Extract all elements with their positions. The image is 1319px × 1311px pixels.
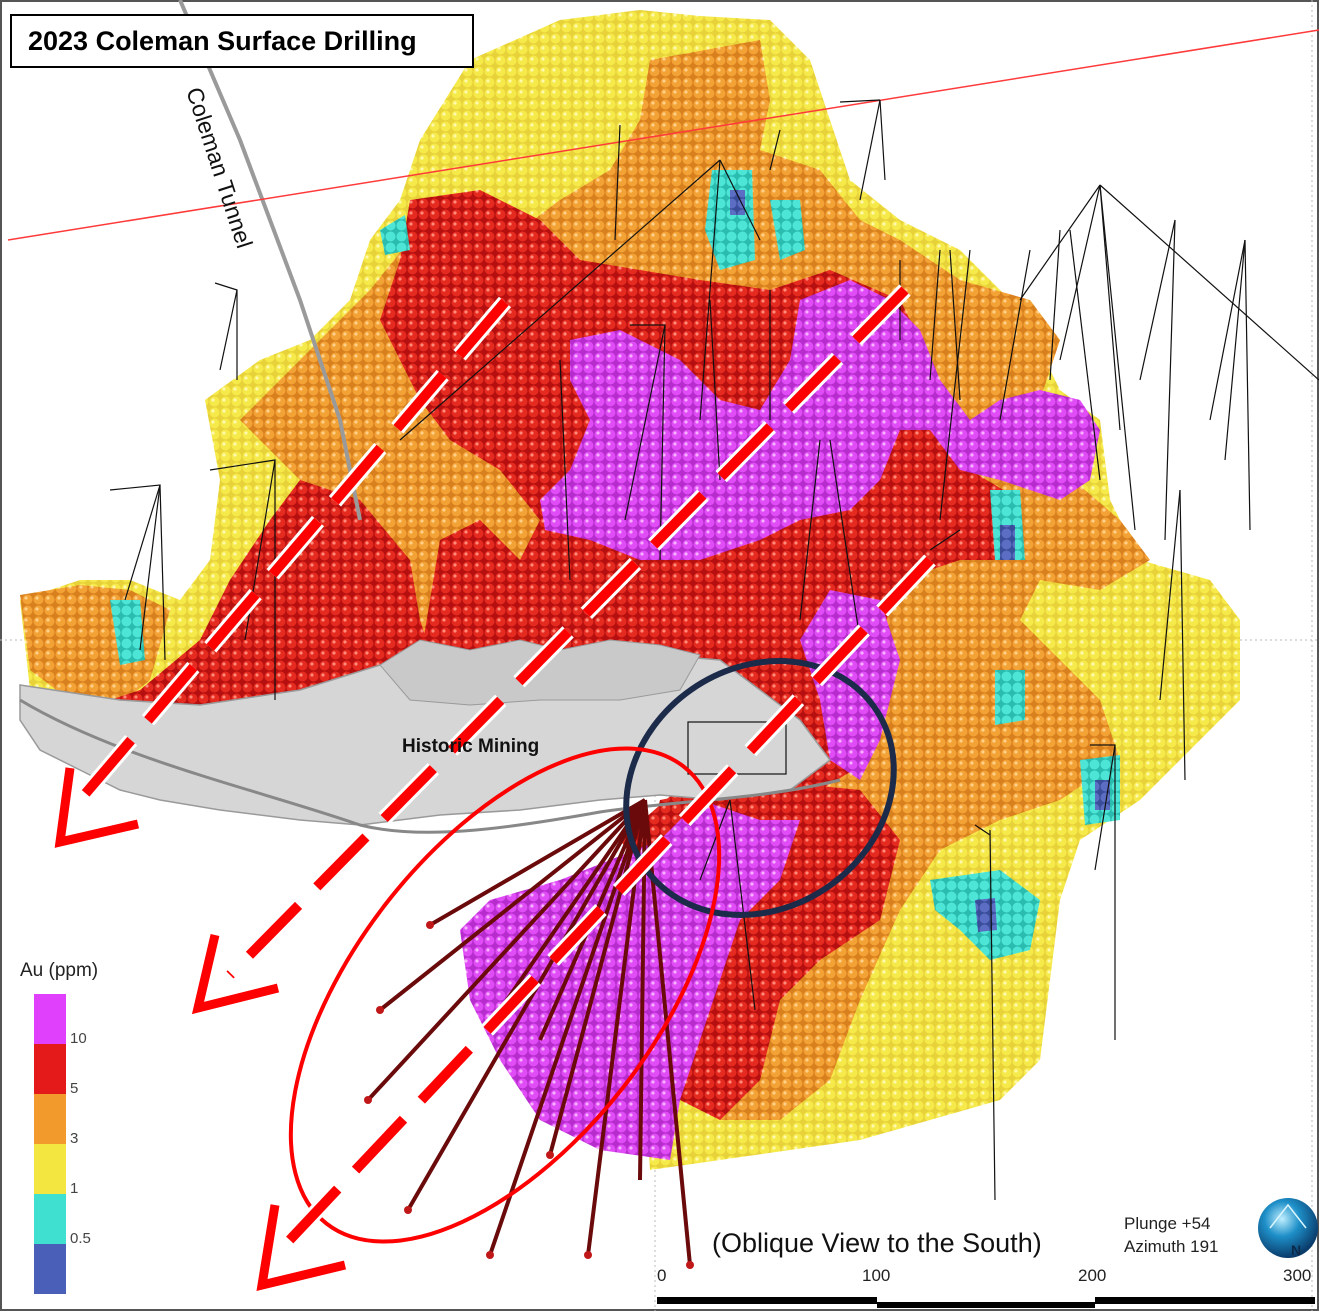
arrowhead-east: [256, 1204, 347, 1291]
drill-hole-end: [376, 1006, 384, 1014]
legend-swatch: [34, 1194, 66, 1244]
scale-tick-label: 100: [862, 1266, 891, 1285]
legend-label: 3: [70, 1130, 79, 1147]
scale-tick-label: 0: [657, 1266, 667, 1285]
legend-label: 1: [70, 1180, 79, 1197]
grade-shell-blue-a: [730, 190, 745, 215]
drill-hole-end: [426, 921, 434, 929]
arrowhead-central: [191, 933, 280, 1015]
drill-hole-end: [584, 1251, 592, 1259]
drill-hole-end: [364, 1096, 372, 1104]
legend-swatch: [34, 1044, 66, 1094]
section-line: [7, 29, 1319, 241]
legend-label: 5: [70, 1080, 79, 1097]
drill-hole-trace: [488, 799, 647, 1256]
legend-swatch: [34, 1144, 66, 1194]
grade-shell-cyan-c: [110, 600, 145, 665]
plunge-arrows: [54, 284, 936, 1291]
drill-hole-trace: [406, 798, 647, 1212]
plunge-arrow-east: [281, 556, 934, 1249]
legacy-drill-holes: [109, 99, 1319, 1201]
legend-label: 0.5: [70, 1230, 91, 1247]
drill-hole-end: [404, 1206, 412, 1214]
legend-swatch: [34, 1244, 66, 1294]
scale-bar: [657, 1297, 1315, 1308]
plunge-arrow-west: [76, 298, 509, 804]
legend-swatch: [34, 1094, 66, 1144]
plunge-arrow-central: [226, 286, 909, 979]
drill-hole-trace: [366, 798, 647, 1102]
drill-hole-end: [486, 1251, 494, 1259]
map-title: 2023 Coleman Surface Drilling: [10, 14, 474, 68]
drill-hole-end: [546, 1151, 554, 1159]
coleman-tunnel-line: [178, 0, 362, 521]
azimuth-label: Azimuth 191: [1124, 1237, 1219, 1256]
drill-hole-trace: [548, 799, 647, 1156]
legend-label: 10: [70, 1030, 87, 1047]
legend-color-scale: [34, 994, 66, 1294]
historic-stopes-upper: [379, 639, 701, 706]
drill-hole-end: [686, 1261, 694, 1269]
arrowhead-west: [54, 767, 140, 848]
grade-shell-cyan-g: [380, 215, 410, 255]
drill-hole-trace: [428, 798, 647, 927]
grade-shell-blue-c: [1095, 780, 1110, 810]
legend-swatch: [34, 994, 66, 1044]
grade-shell-cyan-f: [995, 670, 1025, 725]
grade-shell-blue-b: [975, 898, 997, 932]
scale-tick-label: 300: [1283, 1266, 1312, 1285]
drill-hole-trace: [498, 798, 647, 1012]
compass-globe-icon: N: [1258, 1198, 1318, 1258]
drill-hole-trace: [378, 798, 647, 1012]
grade-shell-blue-d: [1000, 525, 1015, 560]
view-direction-label: (Oblique View to the South): [712, 1228, 1042, 1258]
scale-tick-label: 200: [1078, 1266, 1107, 1285]
legend-title: Au (ppm): [20, 960, 99, 981]
svg-text:N: N: [1291, 1242, 1301, 1258]
plunge-label: Plunge +54: [1124, 1214, 1211, 1233]
grade-shell-cyan-b: [770, 200, 805, 260]
grade-shell-magenta-north: [540, 280, 1100, 560]
drilling-fan-ellipse: [288, 746, 722, 1244]
historic-mining-label: Historic Mining: [402, 736, 540, 757]
